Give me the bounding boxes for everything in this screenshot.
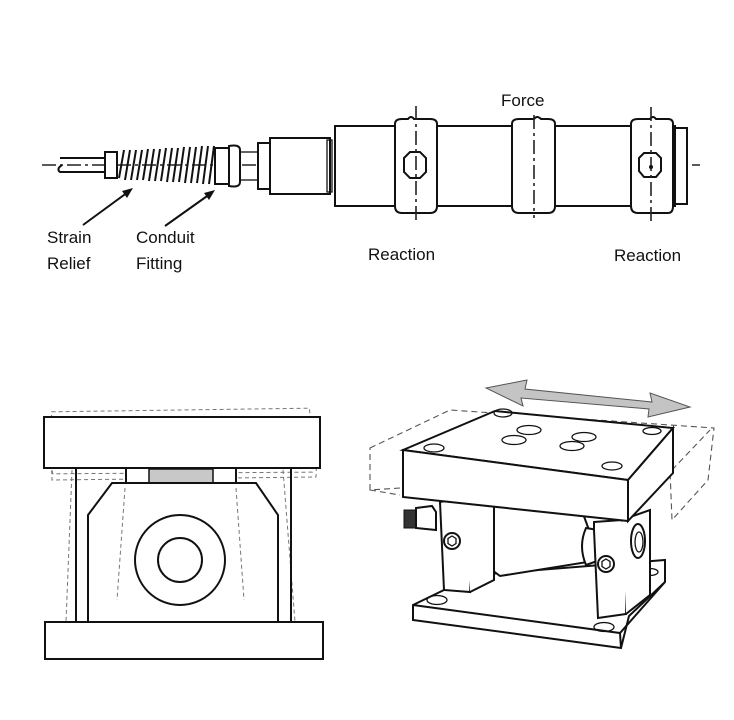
strain-relief-nut <box>104 151 118 179</box>
cell-body <box>334 125 676 207</box>
connector <box>403 504 437 532</box>
right-bolt-icon <box>597 555 615 573</box>
load-cell-side-view: Strain Relief Conduit Fitting Force Reac… <box>42 91 700 273</box>
pressure-pad <box>148 468 214 484</box>
reaction-label-left: Reaction <box>368 245 435 264</box>
reaction-label-right: Reaction <box>614 246 681 265</box>
strain-relief-label-line1: Strain <box>47 228 91 247</box>
strain-relief-arrow <box>82 188 133 226</box>
cell-neck <box>269 137 331 195</box>
strain-relief-label-line2: Relief <box>47 254 91 273</box>
side-bore <box>630 523 646 559</box>
outer-bore <box>134 514 226 606</box>
conduit-fitting-arrow <box>164 190 215 227</box>
base-plate <box>44 621 324 660</box>
left-bolt-icon <box>443 532 461 550</box>
conduit-fitting <box>214 142 271 190</box>
inner-bore <box>157 537 203 583</box>
force-label: Force <box>501 91 544 110</box>
cell-body-front <box>87 482 279 623</box>
cable <box>57 157 106 173</box>
strain-relief-spring <box>118 145 215 185</box>
pin-hole-left <box>403 151 427 179</box>
mount-front-view <box>43 407 324 660</box>
mount-isometric-view <box>369 379 715 650</box>
conduit-fitting-label-line1: Conduit <box>136 228 195 247</box>
pin-hole-right <box>638 152 662 178</box>
movement-arrow <box>484 379 692 418</box>
top-plate <box>43 416 321 469</box>
conduit-fitting-label-line2: Fitting <box>136 254 182 273</box>
